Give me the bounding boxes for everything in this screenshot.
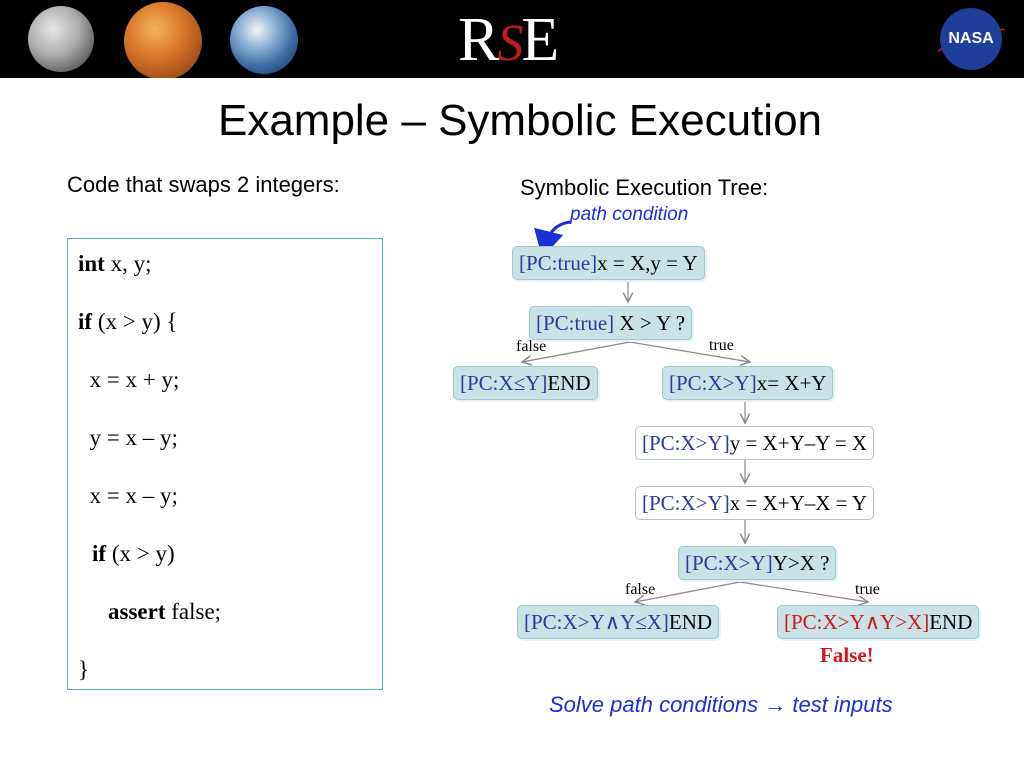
edge-label-true: true bbox=[855, 581, 880, 598]
tree-node-assign-y: [PC:X>Y]y = X+Y–Y = X bbox=[635, 426, 875, 460]
code-line: if (x > y) { bbox=[78, 309, 178, 334]
path-condition-note: path condition bbox=[570, 204, 689, 225]
nasa-logo: NASA bbox=[940, 8, 1002, 70]
tree-node-initial: [PC:true]x = X,y = Y bbox=[512, 246, 705, 280]
code-box: int x, y; if (x > y) { x = x + y; y = x … bbox=[67, 238, 383, 690]
tree-node-assign-x: [PC:X>Y]x = X+Y–X = Y bbox=[635, 486, 875, 520]
tree-label: Symbolic Execution Tree: bbox=[520, 175, 769, 200]
slide-title: Example – Symbolic Execution bbox=[217, 96, 823, 145]
edge-label-true: true bbox=[709, 337, 734, 354]
code-line: x = x + y; bbox=[78, 367, 180, 392]
edge-label-false: false bbox=[625, 581, 656, 598]
moon-image bbox=[28, 6, 94, 72]
tree-node-infeasible-end: [PC:X>Y∧Y>X]END bbox=[777, 605, 980, 639]
header-banner: RSE NASA bbox=[0, 0, 1024, 78]
footer-note: Solve path conditions → test inputs bbox=[549, 692, 893, 717]
code-line: } bbox=[78, 657, 90, 682]
mars-image bbox=[124, 2, 202, 78]
tree-node-branch-x-gt-y: [PC:true] X > Y ? bbox=[529, 306, 693, 340]
earth-image bbox=[230, 6, 298, 74]
tree-node-feasible-end: [PC:X>Y∧Y≤X]END bbox=[517, 605, 720, 639]
false-annotation: False! bbox=[820, 643, 874, 667]
code-line: y = x – y; bbox=[78, 425, 178, 450]
code-line: x = x – y; bbox=[78, 483, 178, 508]
code-label: Code that swaps 2 integers: bbox=[67, 172, 340, 197]
tree-node-x-le-y-end: [PC:X≤Y]END bbox=[453, 366, 598, 400]
tree-node-x-gt-y-assign: [PC:X>Y]x= X+Y bbox=[662, 366, 834, 400]
code-line: assert false; bbox=[108, 599, 222, 624]
code-line: int x, y; bbox=[78, 251, 152, 276]
edge-label-false: false bbox=[516, 338, 547, 355]
rse-logo: RSE bbox=[458, 6, 559, 74]
code-line: if (x > y) bbox=[92, 541, 175, 566]
tree-node-branch-y-gt-x: [PC:X>Y]Y>X ? bbox=[678, 546, 837, 580]
